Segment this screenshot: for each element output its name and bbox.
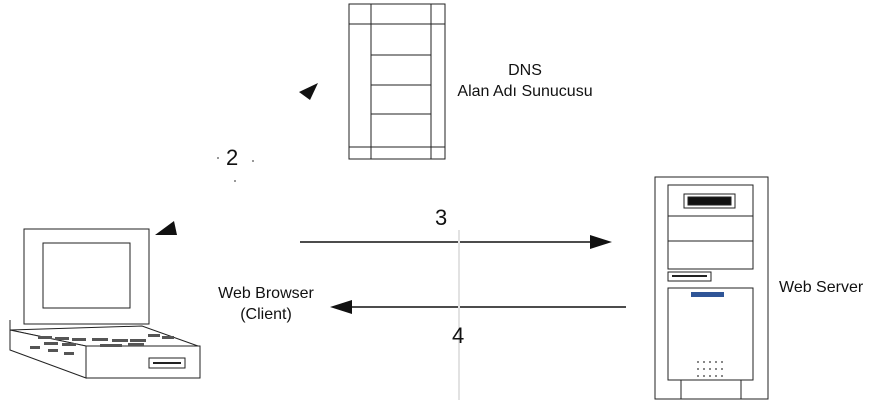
arrowhead-to-dns bbox=[299, 83, 318, 100]
request-arrow bbox=[300, 235, 612, 249]
dns-label-line1: DNS bbox=[508, 62, 542, 79]
dns-server-icon bbox=[348, 3, 446, 160]
client-label-line1: Web Browser bbox=[218, 285, 314, 302]
web-server-icon bbox=[654, 176, 769, 400]
arrowhead-from-dns bbox=[155, 221, 177, 235]
step-2-label: 2 bbox=[226, 145, 239, 170]
dns-label: DNS Alan Adı Sunucusu bbox=[455, 60, 595, 102]
step-3-label: 3 bbox=[435, 205, 448, 230]
response-arrow bbox=[330, 300, 626, 314]
step-4-label: 4 bbox=[452, 323, 465, 348]
dns-label-line2: Alan Adı Sunucusu bbox=[457, 83, 593, 100]
web-server-label: Web Server bbox=[779, 279, 864, 296]
client-label-line2: (Client) bbox=[240, 306, 292, 323]
laptop-icon bbox=[9, 228, 201, 379]
step2-connector-marks bbox=[217, 157, 254, 182]
client-label: Web Browser (Client) bbox=[200, 283, 332, 325]
